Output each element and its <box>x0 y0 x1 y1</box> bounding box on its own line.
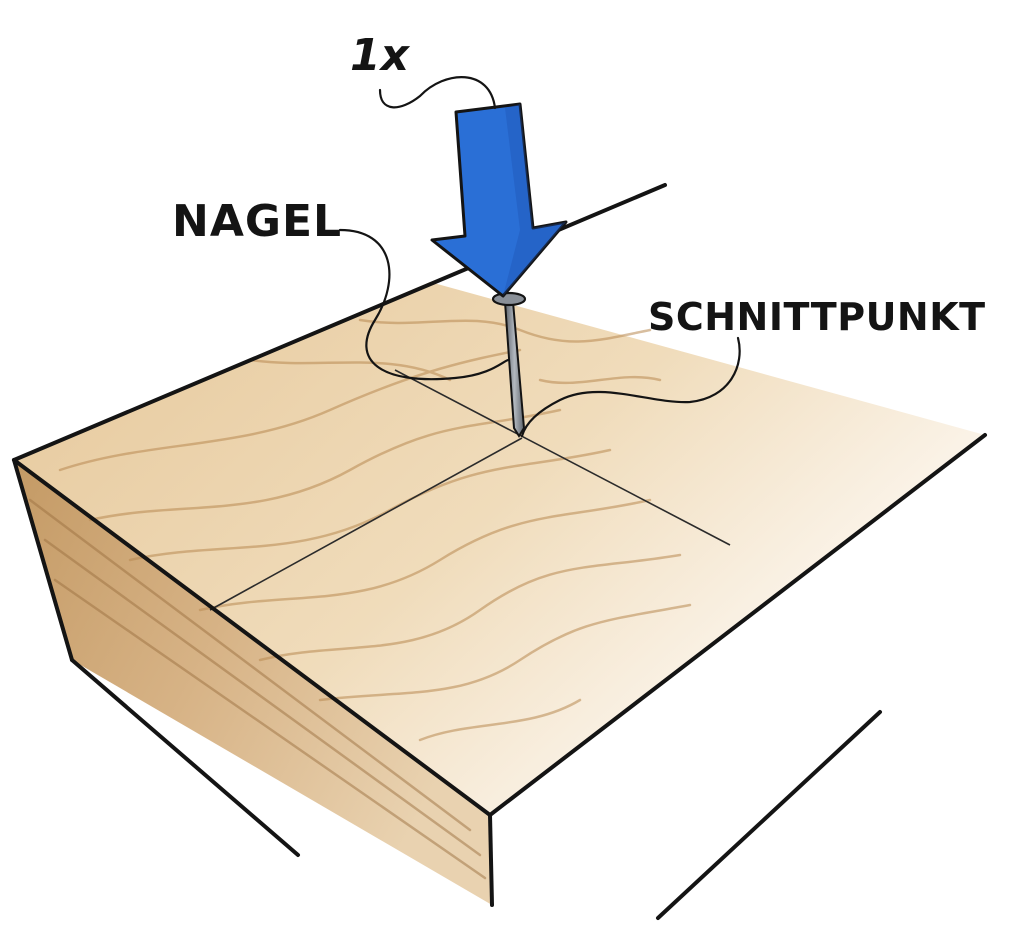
board-outline <box>12 183 987 920</box>
marking-line-length <box>209 437 523 611</box>
intersection-label: SCHNITTPUNKT <box>648 295 986 339</box>
nail-head <box>491 291 527 307</box>
marking-lines <box>209 369 731 611</box>
down-arrow-icon <box>430 102 568 298</box>
leader-count <box>378 76 497 110</box>
side-grain <box>28 498 487 880</box>
board-side-face <box>14 460 492 905</box>
leader-intersection <box>520 336 741 438</box>
arrow-shading <box>503 104 566 296</box>
board-top-face <box>14 282 985 815</box>
nail-label: NAGEL <box>172 196 342 247</box>
marking-line-cross <box>394 369 731 546</box>
leader-lines <box>338 76 741 438</box>
leader-nail <box>338 228 510 381</box>
count-label: 1x <box>350 30 411 81</box>
